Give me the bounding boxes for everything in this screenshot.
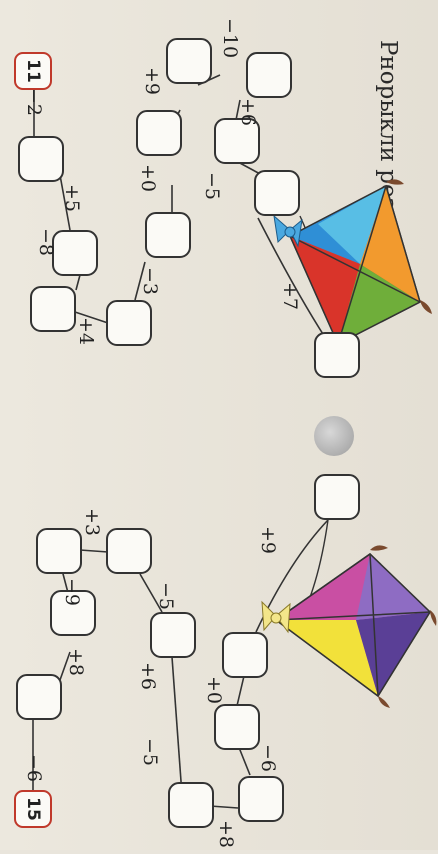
kite-right <box>258 540 438 710</box>
start-number-right: 15 <box>14 790 52 828</box>
op-right-9: −6 <box>256 738 280 778</box>
answer-box-left-7[interactable] <box>166 38 212 84</box>
op-left-7: +9 <box>140 61 164 101</box>
op-right-3: −9 <box>60 572 84 612</box>
op-left-3: −8 <box>34 222 58 262</box>
op-left-5: −3 <box>138 261 162 301</box>
op-left-1: −2 <box>22 82 46 122</box>
answer-box-right-8[interactable] <box>214 704 260 750</box>
op-left-4: +4 <box>74 311 98 351</box>
answer-box-left-10[interactable] <box>254 170 300 216</box>
answer-box-right-10[interactable] <box>314 474 360 520</box>
answer-box-left-2[interactable] <box>52 230 98 276</box>
answer-box-right-4[interactable] <box>106 528 152 574</box>
op-left-9: +6 <box>236 92 260 132</box>
op-left-6: +0 <box>136 158 160 198</box>
op-left-10: −5 <box>200 166 224 206</box>
op-left-11: +7 <box>278 276 302 316</box>
answer-box-left-6[interactable] <box>136 110 182 156</box>
op-right-10: +0 <box>202 670 226 710</box>
answer-box-left-4[interactable] <box>106 300 152 346</box>
answer-box-right-7[interactable] <box>238 776 284 822</box>
op-left-8: −10 <box>218 18 242 58</box>
op-left-2: +5 <box>60 178 84 218</box>
answer-box-left-11[interactable] <box>314 332 360 378</box>
answer-box-left-1[interactable] <box>18 136 64 182</box>
answer-box-right-1[interactable] <box>16 674 62 720</box>
op-right-5: −5 <box>154 576 178 616</box>
op-right-1: −6 <box>22 748 46 788</box>
answer-box-left-5[interactable] <box>145 212 191 258</box>
op-right-11: +9 <box>256 520 280 560</box>
answer-box-right-5[interactable] <box>150 612 196 658</box>
answer-box-right-6[interactable] <box>168 782 214 828</box>
op-right-6: +6 <box>136 656 160 696</box>
answer-box-right-9[interactable] <box>222 632 268 678</box>
op-right-4: +3 <box>80 502 104 542</box>
op-right-7: −5 <box>138 732 162 772</box>
divider-coin <box>314 416 354 456</box>
answer-box-left-3[interactable] <box>30 286 76 332</box>
answer-box-right-3[interactable] <box>36 528 82 574</box>
op-right-2: +8 <box>64 642 88 682</box>
op-right-8: +8 <box>214 814 238 854</box>
